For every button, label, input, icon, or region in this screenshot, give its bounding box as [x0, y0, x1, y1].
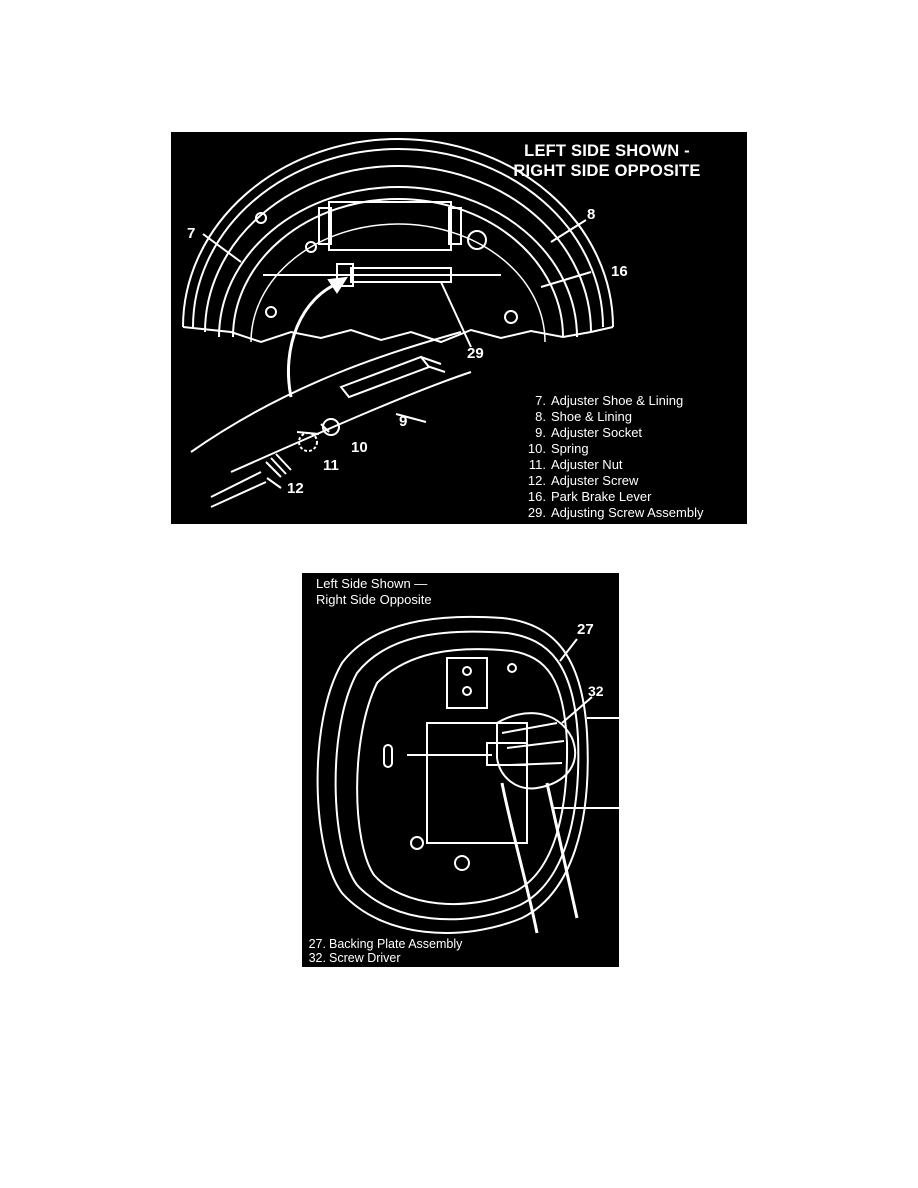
- callout-9: 9: [399, 413, 408, 430]
- legend-text: Spring: [551, 441, 589, 456]
- parts-legend: 27.Backing Plate Assembly 32.Screw Drive…: [304, 937, 463, 965]
- parts-legend: 7. Adjuster Shoe & Lining 8. Shoe & Lining…: [521, 393, 704, 521]
- callout-16: 16: [611, 263, 628, 280]
- callout-11: 11: [323, 457, 339, 474]
- legend-text: Backing Plate Assembly: [329, 937, 463, 951]
- callout-8: 8: [587, 206, 596, 223]
- legend-text: Screw Driver: [329, 951, 401, 965]
- legend-item: 12. Adjuster Screw: [521, 473, 703, 489]
- backing-plate-illustration: [316, 615, 619, 934]
- legend-item: 16. Park Brake Lever: [521, 489, 703, 505]
- brake-adjuster-exploded-figure: LEFT SIDE SHOWN - RIGHT SIDE OPPOSITE 7 …: [171, 132, 747, 524]
- figure-title: LEFT SIDE SHOWN - RIGHT SIDE OPPOSITE: [477, 141, 737, 181]
- legend-item: 9. Adjuster Socket: [521, 425, 703, 441]
- legend-text: Adjuster Nut: [551, 457, 623, 472]
- callout-12: 12: [287, 480, 304, 497]
- legend-number: 29.: [527, 505, 546, 520]
- legend-text: Adjuster Screw: [551, 473, 639, 488]
- callout-32: 32: [588, 683, 604, 699]
- callout-10: 10: [351, 439, 368, 456]
- legend-item: 10. Spring: [521, 441, 703, 457]
- legend-text: Adjuster Socket: [551, 425, 643, 440]
- callout-27: 27: [577, 621, 594, 638]
- legend-number: 10.: [527, 441, 546, 456]
- legend-number: 9.: [535, 425, 546, 440]
- legend-text: Park Brake Lever: [551, 489, 652, 504]
- legend-number: 27.: [308, 937, 326, 951]
- legend-text: Adjusting Screw Assembly: [551, 505, 704, 520]
- legend-number: 11.: [528, 457, 546, 472]
- legend-text: Adjuster Shoe & Lining: [551, 393, 684, 408]
- legend-item: 27.Backing Plate Assembly: [304, 937, 463, 951]
- legend-number: 8.: [535, 409, 546, 424]
- legend-item: 11. Adjuster Nut: [521, 457, 703, 473]
- callout-7: 7: [187, 225, 196, 242]
- legend-number: 16.: [527, 489, 546, 504]
- legend-text: Shoe & Lining: [551, 409, 632, 424]
- figure-title: Left Side Shown — Right Side Opposite: [316, 576, 432, 608]
- legend-item: 32.Screw Driver: [304, 951, 462, 965]
- figure-title-line1: Left Side Shown —: [316, 576, 428, 591]
- legend-item: 29. Adjusting Screw Assembly: [521, 505, 704, 521]
- legend-item: 7. Adjuster Shoe & Lining: [521, 393, 703, 409]
- brake-shoe-illustration: [182, 138, 614, 508]
- figure-title-line1: LEFT SIDE SHOWN -: [524, 142, 690, 160]
- figure-title-line2: RIGHT SIDE OPPOSITE: [513, 162, 701, 180]
- legend-number: 7.: [535, 393, 546, 408]
- legend-number: 12.: [527, 473, 546, 488]
- legend-number: 32.: [308, 951, 326, 965]
- legend-item: 8. Shoe & Lining: [521, 409, 703, 425]
- callout-29: 29: [467, 345, 484, 362]
- figure-title-line2: Right Side Opposite: [316, 592, 432, 607]
- backing-plate-adjustment-figure: Left Side Shown — Right Side Opposite 27…: [302, 573, 619, 967]
